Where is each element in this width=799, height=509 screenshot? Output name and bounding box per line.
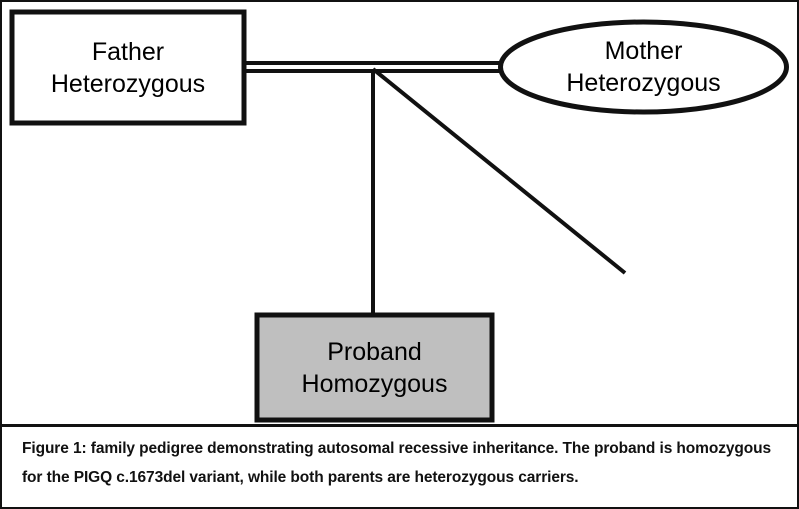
caption-block: Figure 1: family pedigree demonstrating … [0, 427, 799, 509]
pedigree-diagram: Father Heterozygous Mother Heterozygous … [9, 9, 789, 423]
descent-line-diagonal [371, 67, 627, 275]
symbol-mother-ellipse[interactable] [498, 19, 789, 115]
pedigree-svg [9, 9, 789, 423]
caption-divider [0, 424, 799, 427]
figure-caption: Figure 1: family pedigree demonstrating … [22, 440, 772, 486]
symbol-proband-square[interactable] [254, 312, 495, 423]
symbol-father-square[interactable] [9, 9, 247, 126]
